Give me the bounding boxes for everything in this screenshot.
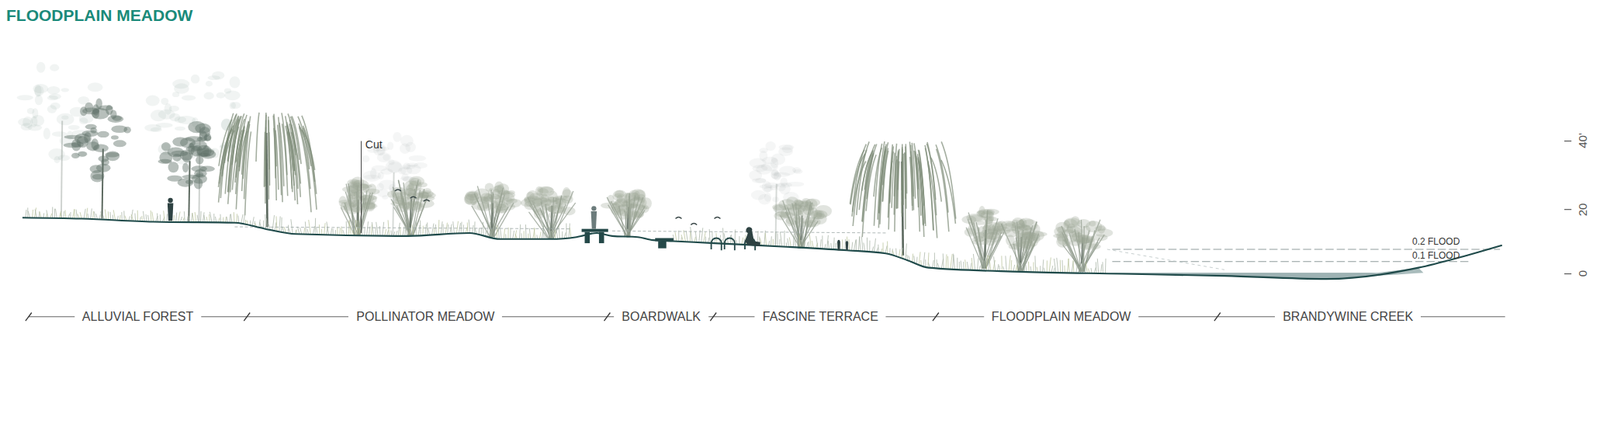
cut-label: Cut: [365, 138, 383, 151]
scale-label: 0: [1575, 270, 1590, 277]
bird: [410, 196, 417, 198]
person-figure: [167, 197, 174, 221]
section-title: FLOODPLAIN MEADOW: [6, 6, 193, 25]
bird: [690, 222, 697, 225]
tree: [387, 176, 437, 229]
bird: [675, 217, 683, 219]
zone-label: ALLUVIAL FOREST: [74, 309, 201, 324]
flood-label: 0.1 FLOOD: [1412, 250, 1460, 261]
bird: [423, 199, 430, 201]
bench: [654, 238, 674, 242]
zone-divider: [243, 312, 250, 322]
tree: [520, 186, 576, 232]
zone-divider: [1214, 312, 1221, 322]
zone-label: BRANDYWINE CREEK: [1274, 309, 1421, 324]
tree: [339, 176, 381, 227]
zone-label: BOARDWALK: [613, 309, 709, 324]
person-figure: [845, 240, 849, 250]
flood-line: [1111, 248, 1500, 250]
tree: [63, 98, 132, 219]
tree: [1052, 215, 1113, 264]
boardwalk: [581, 228, 609, 233]
scale-label: 20: [1575, 202, 1590, 216]
tree: [464, 181, 522, 229]
tree: [772, 196, 832, 240]
tree: [157, 121, 216, 222]
seated-person: [744, 226, 761, 246]
bird: [394, 189, 402, 191]
ground-line: [22, 217, 1503, 279]
cut-leader: [360, 141, 362, 233]
boardwalk: [599, 232, 605, 243]
flood-label: 0.2 FLOOD: [1412, 236, 1460, 247]
boardwalk: [585, 232, 591, 243]
scale-label: 40': [1575, 133, 1590, 149]
scale-tick: [1564, 208, 1572, 210]
zone-divider: [604, 312, 611, 322]
zone-divider: [25, 312, 32, 322]
person-figure: [591, 205, 598, 229]
zone-label: FLOODPLAIN MEADOW: [983, 309, 1140, 324]
vegetation: [17, 62, 1114, 272]
meadow-line: [234, 226, 888, 233]
scale-tick: [1564, 273, 1572, 274]
tree: [362, 131, 428, 236]
tree: [961, 205, 1008, 260]
bench: [658, 240, 667, 248]
person-figure: [837, 239, 841, 250]
bird: [714, 217, 721, 219]
tree: [997, 217, 1047, 263]
bike-rack: [711, 238, 722, 251]
tree: [17, 62, 104, 218]
bike-rack: [724, 238, 735, 251]
grasses: [25, 206, 1106, 274]
tree: [144, 71, 241, 222]
zone-label: FASCINE TERRACE: [754, 309, 887, 324]
tree: [600, 188, 652, 229]
willow-tree: [218, 112, 318, 227]
flood-line: [1107, 249, 1225, 270]
willow-tree: [849, 141, 956, 256]
zone-divider: [709, 312, 717, 322]
zone-divider: [932, 312, 939, 322]
zone-label: POLLINATOR MEADOW: [348, 309, 503, 324]
scale-tick: [1564, 140, 1572, 142]
